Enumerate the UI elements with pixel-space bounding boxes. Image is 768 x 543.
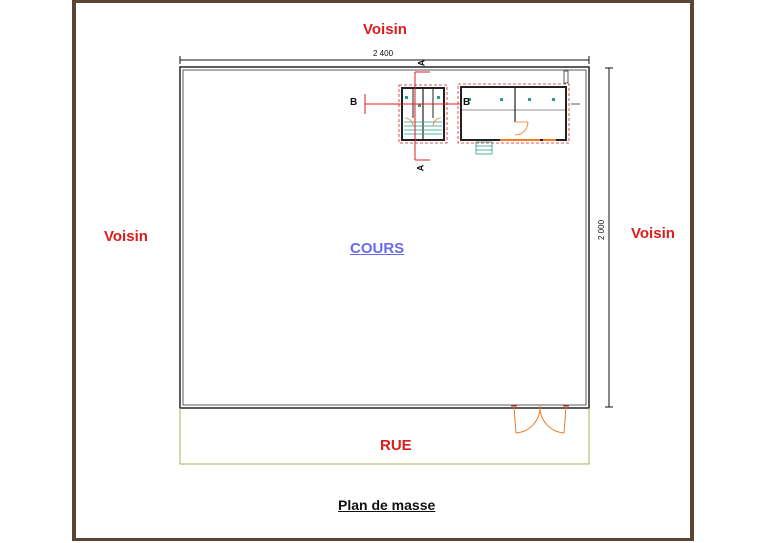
neighbor-label-right: Voisin	[631, 225, 675, 242]
street-label: RUE	[380, 437, 412, 454]
section-mark-a-bottom: A	[415, 164, 426, 172]
drawing-sheet	[72, 0, 694, 541]
right-dimension-line	[605, 67, 613, 408]
width-dimension-label: 2 400	[373, 49, 394, 58]
height-dimension-label: 2 000	[597, 219, 606, 240]
neighbor-label-left: Voisin	[104, 228, 148, 245]
property-wall	[179, 66, 590, 409]
drawing-title: Plan de masse	[338, 497, 436, 513]
corner-marker	[563, 70, 580, 105]
section-mark-a-top: A	[416, 59, 427, 67]
section-mark-b-left: B	[350, 97, 358, 108]
neighbor-label-top: Voisin	[363, 21, 407, 38]
section-mark-b-right: B	[463, 97, 471, 108]
section-line-a	[414, 71, 430, 161]
courtyard-label: COURS	[350, 240, 405, 257]
main-building	[457, 83, 570, 155]
top-dimension-line	[179, 56, 590, 64]
street-strip	[179, 408, 590, 465]
entrance-gate	[511, 405, 569, 434]
small-building	[398, 84, 448, 144]
